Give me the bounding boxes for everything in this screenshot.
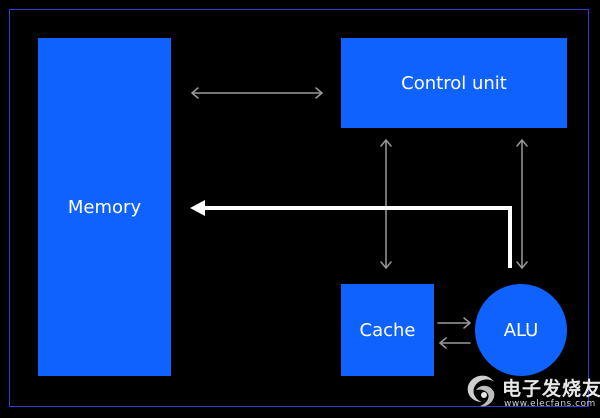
- elecfans-logo-icon: [467, 375, 495, 407]
- memory-label: Memory: [67, 196, 142, 218]
- watermark-url: www.elecfans.com: [504, 399, 596, 409]
- alu-block: ALU: [475, 284, 567, 376]
- cache-label: Cache: [359, 319, 416, 341]
- memory-control-arrow: [191, 87, 323, 99]
- cache-block: Cache: [341, 284, 434, 376]
- watermark: 电子发烧友 www.elecfans.com: [462, 366, 600, 416]
- alu-to-memory-arrow: [190, 200, 512, 268]
- memory-block: Memory: [38, 38, 171, 376]
- watermark-title: 电子发烧友: [502, 378, 600, 400]
- control-unit-label: Control unit: [401, 72, 507, 94]
- control-alu-arrow: [516, 139, 528, 269]
- control-cache-arrow: [380, 139, 392, 269]
- alu-to-cache-arrow: [439, 337, 471, 349]
- control-unit-block: Control unit: [341, 38, 567, 128]
- diagram-frame: [9, 9, 589, 407]
- cache-to-alu-arrow: [437, 317, 471, 329]
- alu-label: ALU: [503, 319, 539, 341]
